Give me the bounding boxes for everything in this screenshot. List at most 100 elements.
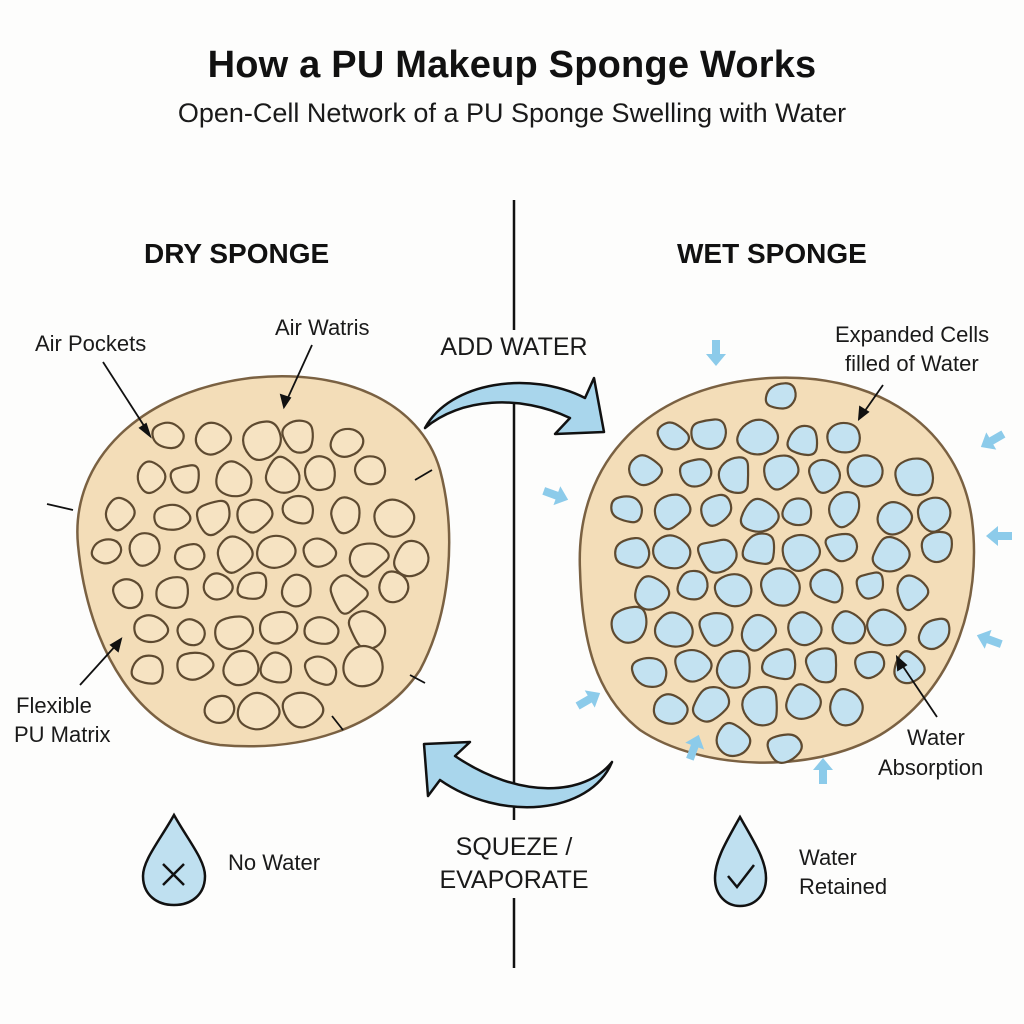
sponge-cell	[281, 419, 314, 454]
sponge-cell	[373, 498, 416, 538]
sponge-cell	[876, 501, 914, 536]
water-inflow-arrow	[575, 690, 601, 710]
sponge-cell	[674, 648, 713, 683]
sponge-cell	[128, 532, 161, 567]
sponge-cell	[781, 497, 813, 527]
sponge-cell	[920, 530, 953, 564]
sponge-cell	[717, 456, 750, 495]
sponge-cell	[236, 571, 268, 600]
water-drop-x-icon	[141, 812, 207, 907]
sponge-cell	[634, 575, 671, 611]
sponge-cell	[715, 721, 752, 758]
sponge-cell	[696, 538, 738, 574]
sponge-cell	[651, 534, 692, 570]
label-air-pockets: Air Pockets	[35, 331, 147, 356]
sponge-cell	[916, 496, 952, 533]
sponge-cell	[678, 458, 713, 488]
sponge-cell	[917, 617, 951, 651]
sponge-cell	[176, 651, 215, 681]
wet-sponge	[578, 376, 976, 764]
sponge-cell	[736, 418, 780, 456]
sponge-cell	[786, 424, 819, 457]
label-air-watris: Air Watris	[275, 315, 370, 340]
sponge-cell	[202, 572, 234, 601]
sponge-cell	[329, 574, 369, 615]
sponge-cell	[330, 496, 361, 535]
wet-leader-lines	[857, 384, 938, 718]
sponge-cell	[826, 421, 861, 454]
squeeze-arrow	[422, 740, 614, 809]
sponge-cell	[610, 495, 643, 524]
sponge-cell	[871, 535, 911, 573]
sponge-cell	[691, 686, 731, 723]
label-flexible-line1: Flexible	[16, 693, 92, 718]
water-retained-line2: Retained	[799, 874, 888, 899]
sponge-cell	[222, 649, 260, 687]
sponge-cell	[169, 464, 200, 494]
sponge-cell	[690, 418, 728, 450]
sponge-cell	[215, 460, 253, 498]
sponge-cell	[393, 539, 430, 578]
sponge-cell	[827, 491, 861, 529]
sponge-cell	[264, 455, 301, 494]
sponge-cell	[241, 420, 282, 462]
sponge-cell	[763, 454, 800, 491]
sponge-cell	[303, 455, 336, 492]
dry-sponge-heading: DRY SPONGE	[144, 238, 330, 269]
page-subtitle: Open-Cell Network of a PU Sponge Swellin…	[177, 98, 847, 128]
label-absorption-line1: Water	[907, 725, 965, 750]
sponge-cell	[855, 571, 885, 600]
sponge-cell	[846, 454, 884, 488]
sponge-cell	[741, 685, 778, 727]
squeeze-label-line2: EVAPORATE	[439, 866, 589, 894]
sponge-cell	[893, 650, 926, 685]
label-flexible-line2: PU Matrix	[14, 722, 111, 747]
sponge-cell	[739, 497, 780, 533]
sponge-cell	[236, 498, 274, 534]
dry-leader-lines	[46, 344, 433, 731]
sponge-cell	[896, 574, 930, 612]
water-inflow-arrow	[813, 758, 833, 784]
water-retained-line1: Water	[799, 845, 857, 870]
sponge-cell	[173, 542, 206, 571]
sponge-cell	[854, 650, 886, 680]
sponge-cell	[303, 655, 338, 686]
sponge-cell	[614, 536, 651, 569]
sponge-cell	[216, 535, 254, 574]
sponge-cell	[342, 644, 384, 688]
add-water-arrow	[423, 376, 606, 436]
sponge-cell	[824, 532, 859, 563]
sponge-cell	[760, 648, 797, 681]
sponge-cell	[155, 576, 190, 609]
sponge-cell	[303, 616, 340, 645]
label-expanded-line1: Expanded Cells	[835, 322, 990, 347]
sponge-cell	[713, 573, 753, 608]
sponge-cell	[809, 568, 844, 604]
sponge-cell	[653, 493, 692, 531]
water-inflow-arrow	[685, 734, 705, 761]
sponge-cell	[259, 651, 293, 684]
sponge-cell	[894, 457, 935, 497]
label-absorption-line2: Absorption	[878, 755, 984, 780]
sponge-cell	[787, 611, 823, 647]
sponge-cell	[104, 496, 136, 532]
page-title: How a PU Makeup Sponge Works	[207, 44, 817, 86]
sponge-cell	[740, 613, 778, 652]
sponge-cell	[256, 534, 297, 569]
sponge-cell	[627, 454, 664, 487]
sponge-cell	[766, 733, 803, 764]
sponge-cell	[866, 608, 907, 647]
dry-sponge	[76, 374, 451, 748]
sponge-cell	[203, 694, 236, 724]
sponge-cell	[90, 538, 123, 565]
squeeze-label-line1: SQUEZE /	[455, 833, 573, 861]
no-water-label: No Water	[228, 850, 321, 875]
sponge-cell	[130, 654, 164, 685]
wet-sponge-heading: WET SPONGE	[677, 238, 867, 269]
sponge-cell	[698, 612, 734, 647]
water-inflow-arrow	[976, 629, 1003, 649]
sponge-cell	[153, 503, 192, 531]
water-inflow-arrow	[706, 340, 726, 366]
add-water-label: ADD WATER	[440, 333, 588, 361]
sponge-cell	[700, 493, 733, 527]
